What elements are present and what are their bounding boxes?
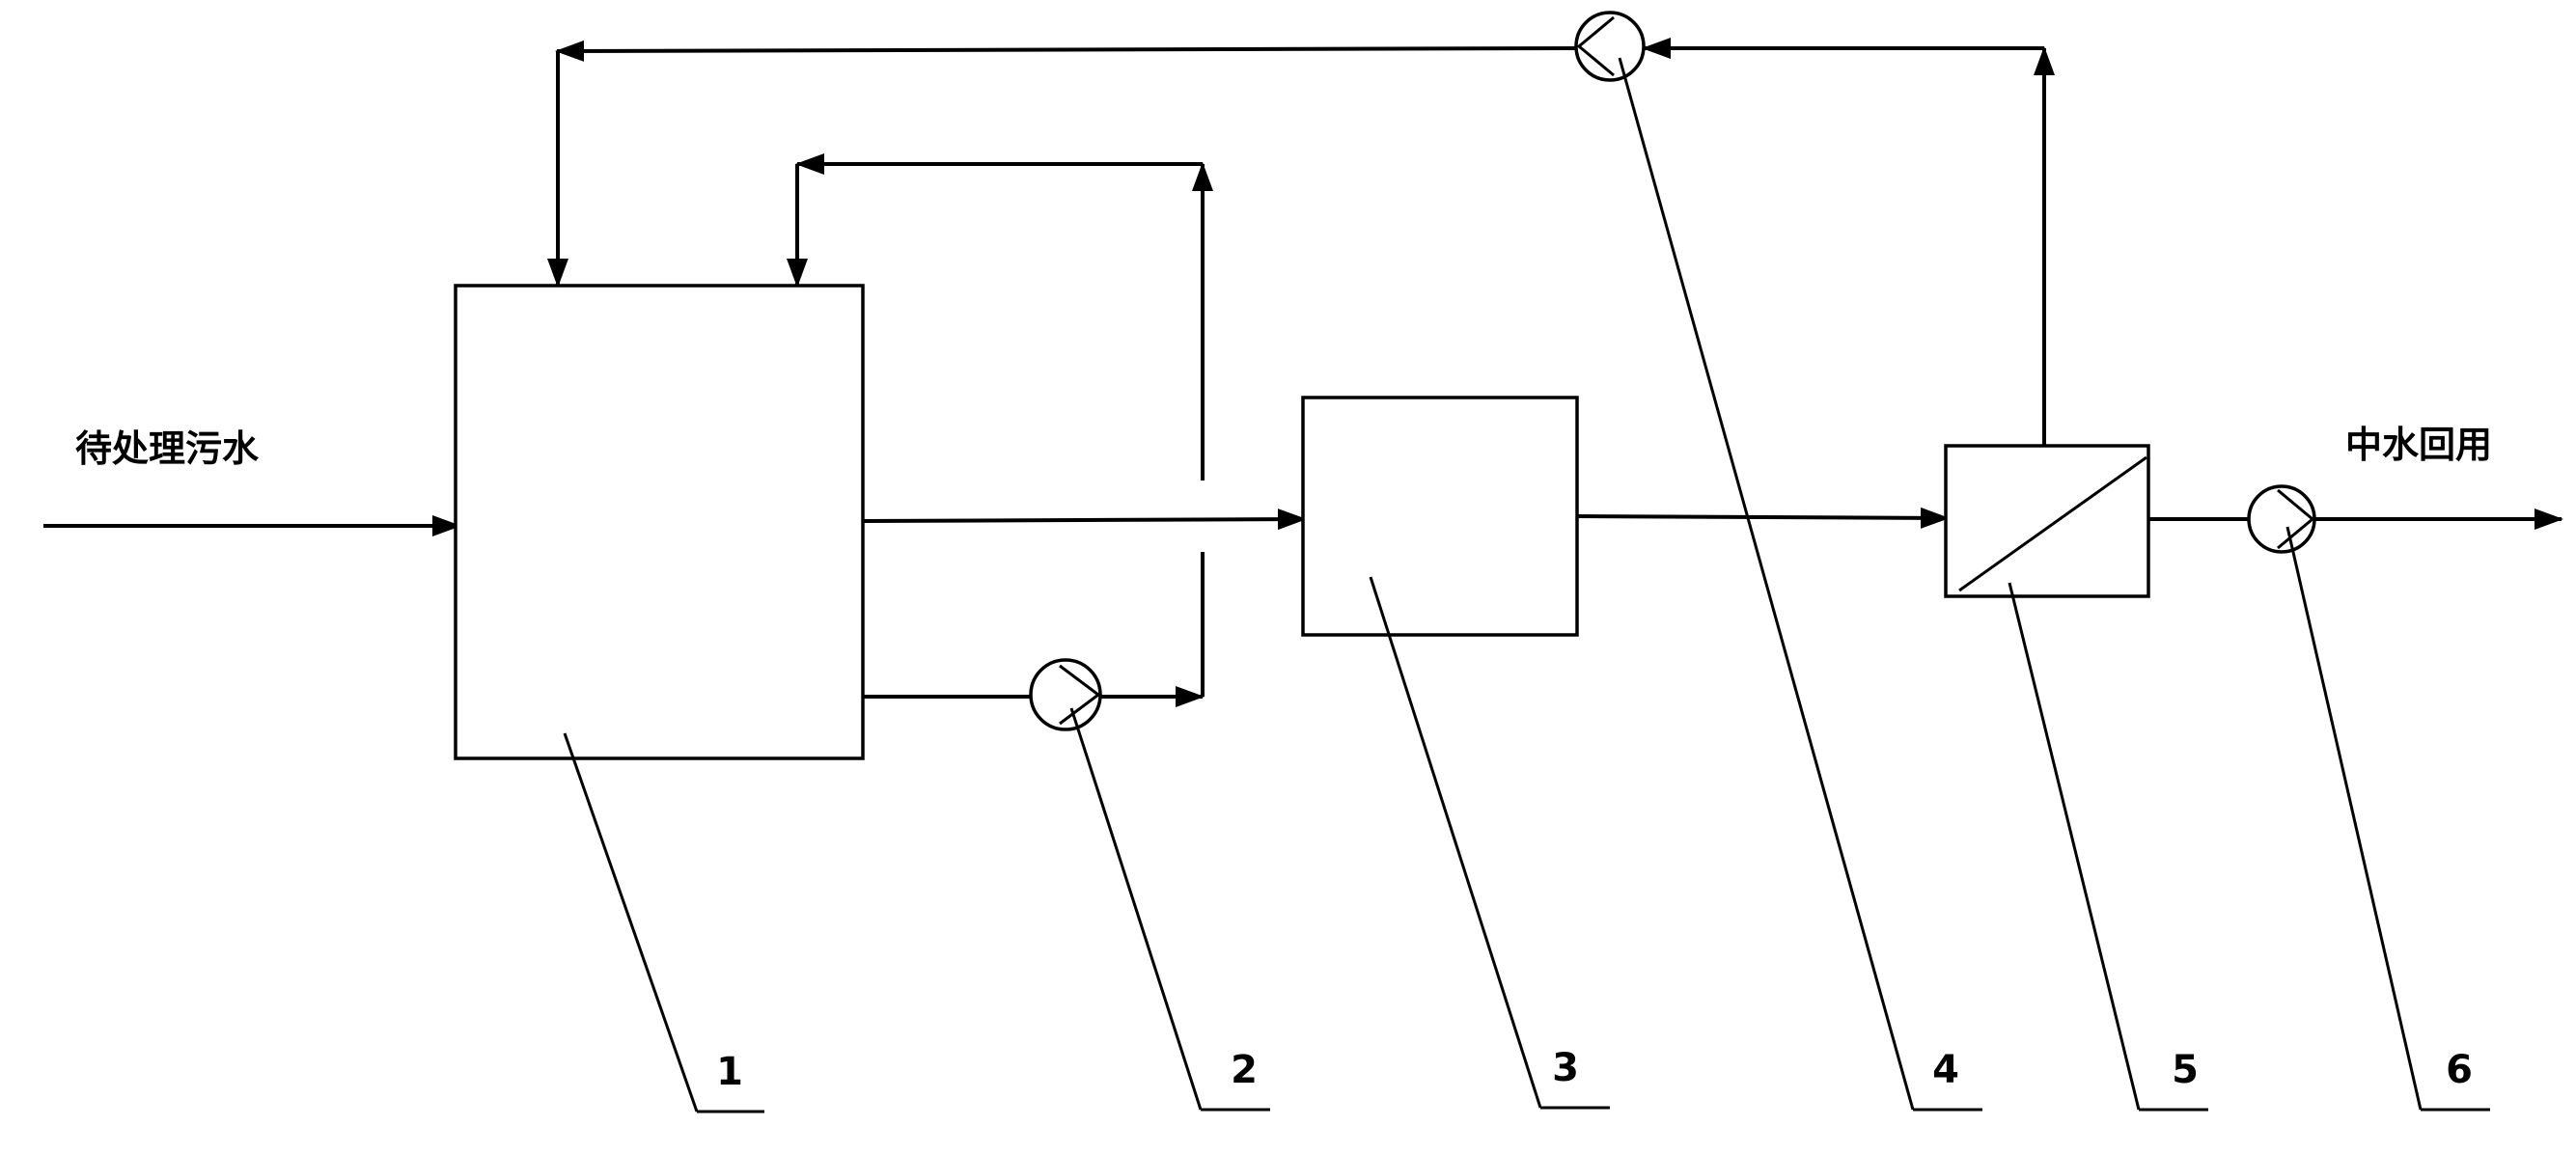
output-label: 中水回用 [2345, 424, 2492, 466]
leader-1 [563, 732, 699, 1113]
leader-4 [1618, 57, 1915, 1111]
leader-2 [1069, 707, 1203, 1111]
leader-6 [2285, 526, 2423, 1111]
unit-6-pump [2247, 484, 2316, 554]
flow-1-to-3 [862, 508, 1307, 531]
return-line-top [555, 40, 1577, 62]
part-number-3: 3 [1552, 1046, 1579, 1090]
part-number-4: 4 [1932, 1048, 1959, 1092]
part-number-1: 1 [716, 1050, 743, 1094]
unit-5-membrane [1944, 444, 2150, 598]
unit-3-tank [1301, 396, 1579, 637]
part-number-5: 5 [2172, 1048, 2199, 1092]
part-number-2: 2 [1231, 1048, 1258, 1092]
pump-4-chevron [1576, 15, 1615, 77]
part-number-6: 6 [2446, 1048, 2473, 1092]
unit-4-pump [1574, 11, 1646, 82]
input-label: 待处理污水 [75, 427, 260, 470]
membrane-diagonal [1958, 455, 2147, 592]
flow-3-to-5 [1576, 507, 1950, 529]
leader-5 [2008, 582, 2141, 1111]
leader-3 [1369, 576, 1542, 1109]
unit-1-tank [454, 284, 865, 760]
